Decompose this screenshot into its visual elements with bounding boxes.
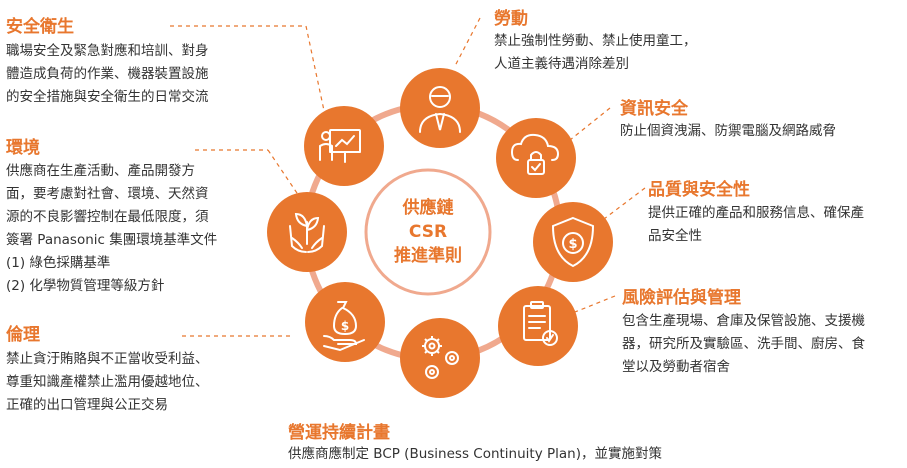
risk-line-1: 包含生產現場、倉庫及保管設施、支援機 xyxy=(622,313,865,329)
shield-dollar-icon: $ xyxy=(551,216,595,268)
plant-hands-icon xyxy=(289,212,325,253)
presentation-icon xyxy=(319,129,361,163)
labor-description: 禁止強制性勞動、禁止使用童工， 人道主義待遇消除差別 xyxy=(494,30,697,76)
ethics-node: $ xyxy=(305,282,385,362)
labor-line-1: 禁止強制性勞動、禁止使用童工， xyxy=(494,33,697,49)
risk-title: 風險評估與管理 xyxy=(622,288,741,308)
quality-line-1: 提供正確的產品和服務信息、確保產 xyxy=(648,205,864,221)
safety-line-1: 職場安全及緊急對應和培訓、對身 xyxy=(6,43,209,59)
worker-icon xyxy=(419,86,461,133)
labor-node xyxy=(400,68,480,148)
ethics-title: 倫理 xyxy=(6,325,40,345)
quality-description: 提供正確的產品和服務信息、確保產 品安全性 xyxy=(648,202,864,248)
environment-line-4: 簽署 Panasonic 集團環境基準文件 xyxy=(6,232,218,248)
connector-infosec xyxy=(569,107,611,141)
bcp-title: 營運持續計畫 xyxy=(288,423,390,443)
svg-text:$: $ xyxy=(568,237,577,252)
environment-line-3: 源的不良影響控制在最低限度，須 xyxy=(6,209,209,225)
risk-line-3: 堂以及勞動者宿舍 xyxy=(622,359,730,375)
risk-line-2: 器，研究所及實驗區、洗手間、廚房、食 xyxy=(622,336,865,352)
environment-description: 供應商在生產活動、產品開發方 面，要考慮對社會、環境、天然資 源的不良影響控制在… xyxy=(6,160,217,298)
infosec-title: 資訊安全 xyxy=(620,99,688,119)
risk-description: 包含生產現場、倉庫及保管設施、支援機 器，研究所及實驗區、洗手間、廚房、食 堂以… xyxy=(622,310,865,379)
connector-environment-diag xyxy=(267,149,306,206)
cloud-lock-icon xyxy=(510,133,560,175)
environment-node xyxy=(267,192,347,272)
safety-title: 安全衛生 xyxy=(6,17,74,37)
connector-safety-diag xyxy=(305,25,327,121)
ethics-line-1: 禁止貪汙賄賂與不正當收受利益、 xyxy=(6,351,209,367)
money-bag-hand-icon: $ xyxy=(323,301,365,352)
connector-labor xyxy=(454,17,481,67)
ethics-line-2: 尊重知識產權禁止濫用優越地位、 xyxy=(6,374,209,390)
environment-line-2: 面，要考慮對社會、環境、天然資 xyxy=(6,186,209,202)
environment-line-5: (1) 綠色採購基準 xyxy=(6,255,111,271)
environment-line-6: (2) 化學物質管理等級方針 xyxy=(6,278,165,294)
bcp-node xyxy=(400,318,480,398)
labor-line-2: 人道主義待遇消除差別 xyxy=(494,56,629,72)
safety-line-2: 體造成負荷的作業、機器裝置設施 xyxy=(6,66,209,82)
safety-node xyxy=(304,106,384,186)
connector-quality xyxy=(599,187,646,223)
safety-description: 職場安全及緊急對應和培訓、對身 體造成負荷的作業、機器裝置設施 的安全措施與安全… xyxy=(6,40,209,109)
center-line-3: 推進準則 xyxy=(394,246,462,266)
labor-title: 勞動 xyxy=(494,9,528,29)
infosec-node xyxy=(496,118,576,198)
svg-text:$: $ xyxy=(341,319,349,333)
ethics-description: 禁止貪汙賄賂與不正當收受利益、 尊重知識產權禁止濫用優越地位、 正確的出口管理與… xyxy=(6,348,209,417)
center-line-1: 供應鏈 xyxy=(402,198,454,218)
safety-line-3: 的安全措施與安全衛生的日常交流 xyxy=(6,89,209,105)
bcp-description: 供應商應制定 BCP (Business Continuity Plan)，並實… xyxy=(288,443,662,466)
clipboard-check-icon xyxy=(523,301,558,346)
risk-node xyxy=(498,286,578,366)
environment-title: 環境 xyxy=(6,138,40,158)
infosec-description: 防止個資洩漏、防禦電腦及網路威脅 xyxy=(620,120,836,143)
center-circle xyxy=(364,168,492,296)
gears-icon xyxy=(422,336,459,379)
bcp-line-1: 供應商應制定 BCP (Business Continuity Plan)，並實… xyxy=(288,446,662,462)
quality-line-2: 品安全性 xyxy=(648,228,702,244)
center-label: 供應鏈 CSR 推進準則 xyxy=(378,196,478,268)
center-line-2: CSR xyxy=(408,222,448,242)
quality-title: 品質與安全性 xyxy=(648,180,750,200)
infosec-line-1: 防止個資洩漏、防禦電腦及網路威脅 xyxy=(620,123,836,139)
environment-line-1: 供應商在生產活動、產品開發方 xyxy=(6,163,195,179)
ethics-line-3: 正確的出口管理與公正交易 xyxy=(6,397,168,413)
quality-node: $ xyxy=(533,202,613,282)
